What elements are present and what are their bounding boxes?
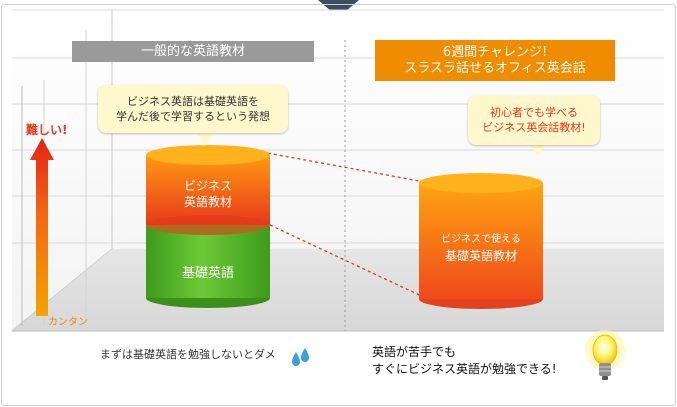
- right-speech-bubble: 初心者でも学べる ビジネス英会話教材!: [468, 95, 600, 145]
- general-material-header-label: 一般的な英語教材: [141, 44, 245, 60]
- left-bubble-line2: 学んだ後で学習するという発想: [98, 109, 288, 124]
- left-footer-note: まずは基礎英語を勉強しないとダメ: [100, 346, 276, 362]
- difficulty-easy-label: カンタン: [48, 313, 88, 328]
- right-footer-line2: すぐにビジネス英語が勉強できる!: [372, 361, 557, 378]
- right-footer-note: 英語が苦手でも すぐにビジネス英語が勉強できる!: [372, 344, 557, 378]
- general-material-header: 一般的な英語教材: [72, 41, 314, 62]
- sweat-drop-icon: [292, 348, 309, 366]
- challenge-header-line1: 6週間チャレンジ!: [443, 45, 547, 61]
- business-english-label: ビジネス 英語教材: [146, 178, 270, 210]
- right-bubble-line2: ビジネス英会話教材!: [468, 120, 600, 135]
- light-bulb-icon: [585, 330, 625, 380]
- business-basic-english-label: ビジネスで使える 基礎英語教材: [419, 232, 543, 264]
- challenge-header-line2: スラスラ話せるオフィス英会話: [404, 61, 585, 77]
- difficulty-hard-label: 難しい!: [26, 121, 67, 138]
- left-speech-bubble: ビジネス英語は基礎英語を 学んだ後で学習するという発想: [98, 85, 288, 133]
- left-bubble-line1: ビジネス英語は基礎英語を: [98, 94, 288, 109]
- basic-english-label: 基礎英語: [146, 262, 270, 281]
- right-bubble-line1: 初心者でも学べる: [468, 105, 600, 120]
- six-week-challenge-header: 6週間チャレンジ! スラスラ話せるオフィス英会話: [375, 40, 615, 81]
- right-footer-line1: 英語が苦手でも: [372, 344, 557, 361]
